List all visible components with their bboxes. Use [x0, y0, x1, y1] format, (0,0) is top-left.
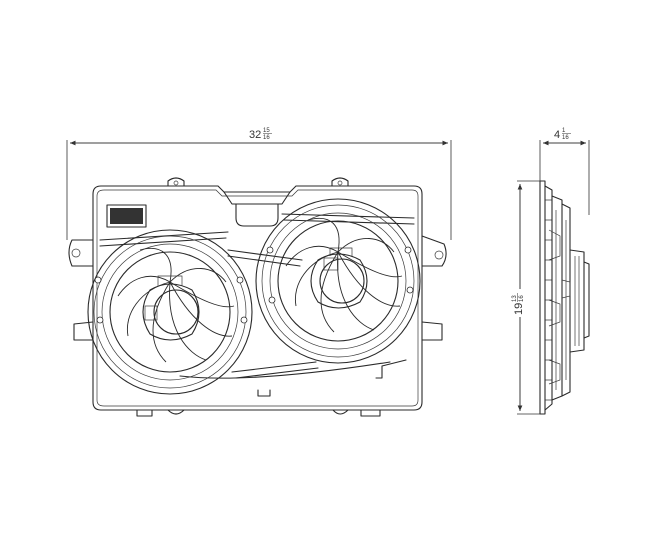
depth-denominator: 16	[562, 135, 569, 141]
width-value: 32	[249, 129, 261, 141]
front-view	[68, 177, 447, 417]
width-numerator: 15	[263, 128, 270, 134]
right-mount-bracket	[421, 235, 447, 267]
label-plate	[106, 204, 147, 228]
side-view	[539, 180, 590, 415]
bottom-tab-left	[136, 409, 153, 417]
height-numerator: 13	[512, 295, 518, 302]
left-fan-motor	[142, 283, 200, 341]
height-dimension: 19 13 16	[510, 180, 545, 415]
bottom-tab-right	[332, 409, 349, 415]
height-denominator: 16	[519, 295, 525, 302]
shroud-outline	[92, 185, 423, 411]
width-denominator: 16	[263, 135, 270, 141]
height-value: 19	[513, 303, 525, 315]
width-dimension: 32 15 16	[66, 126, 452, 240]
depth-numerator: 1	[562, 128, 566, 134]
depth-value: 4	[554, 129, 560, 141]
top-tab-left	[167, 177, 185, 187]
top-tab-right	[331, 177, 349, 187]
left-fan	[87, 229, 253, 395]
top-mesh-vent	[223, 191, 291, 205]
left-mount-bracket	[68, 239, 94, 267]
depth-dimension: 4 1 16	[539, 126, 590, 215]
right-fan-motor	[310, 253, 368, 309]
right-fan	[255, 198, 421, 364]
